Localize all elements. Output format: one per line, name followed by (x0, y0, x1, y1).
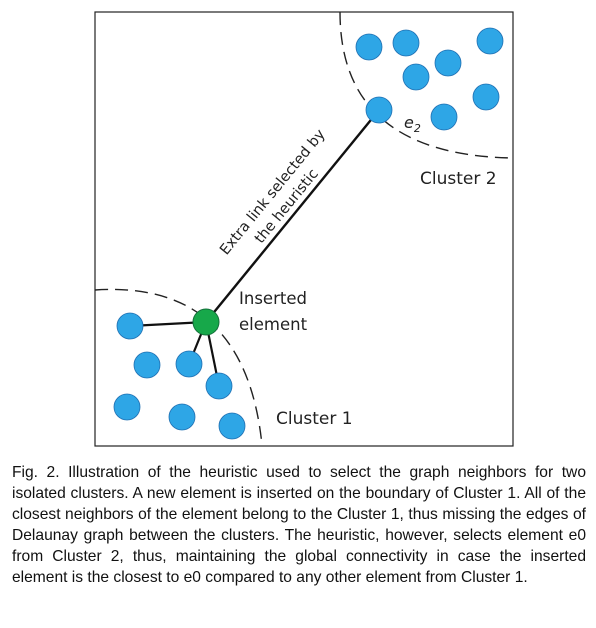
extra-link-edge (205, 109, 380, 323)
cluster1-node (133, 351, 161, 379)
figure-caption: Fig. 2. Illustration of the heuristic us… (12, 464, 586, 586)
cluster2-node (402, 63, 430, 91)
nodes-group (113, 27, 504, 440)
cluster2-node (472, 83, 500, 111)
cluster1-node (218, 412, 246, 440)
cluster1-node (205, 372, 233, 400)
cluster1-node (168, 403, 196, 431)
cluster2-node (476, 27, 504, 55)
cluster2-node-e2 (365, 96, 393, 124)
cluster1-node (116, 312, 144, 340)
cluster2-node (434, 49, 462, 77)
figure-frame (94, 11, 514, 447)
cluster2-label: Cluster 2 (420, 169, 497, 189)
cluster1-node (113, 393, 141, 421)
figure-diagram: Extra link selected by the heuristic Ins… (94, 11, 514, 447)
cluster2-node (392, 29, 420, 57)
cluster2-node (430, 103, 458, 131)
inserted-element-label-line1: Inserted (239, 289, 307, 308)
e2-node-label: e2 (404, 113, 421, 135)
inserted-element-label-line2: element (239, 315, 308, 334)
cluster1-node (175, 350, 203, 378)
inserted-node (192, 308, 220, 336)
edges-group (129, 109, 380, 387)
cluster2-node (355, 33, 383, 61)
cluster1-label: Cluster 1 (276, 409, 353, 429)
